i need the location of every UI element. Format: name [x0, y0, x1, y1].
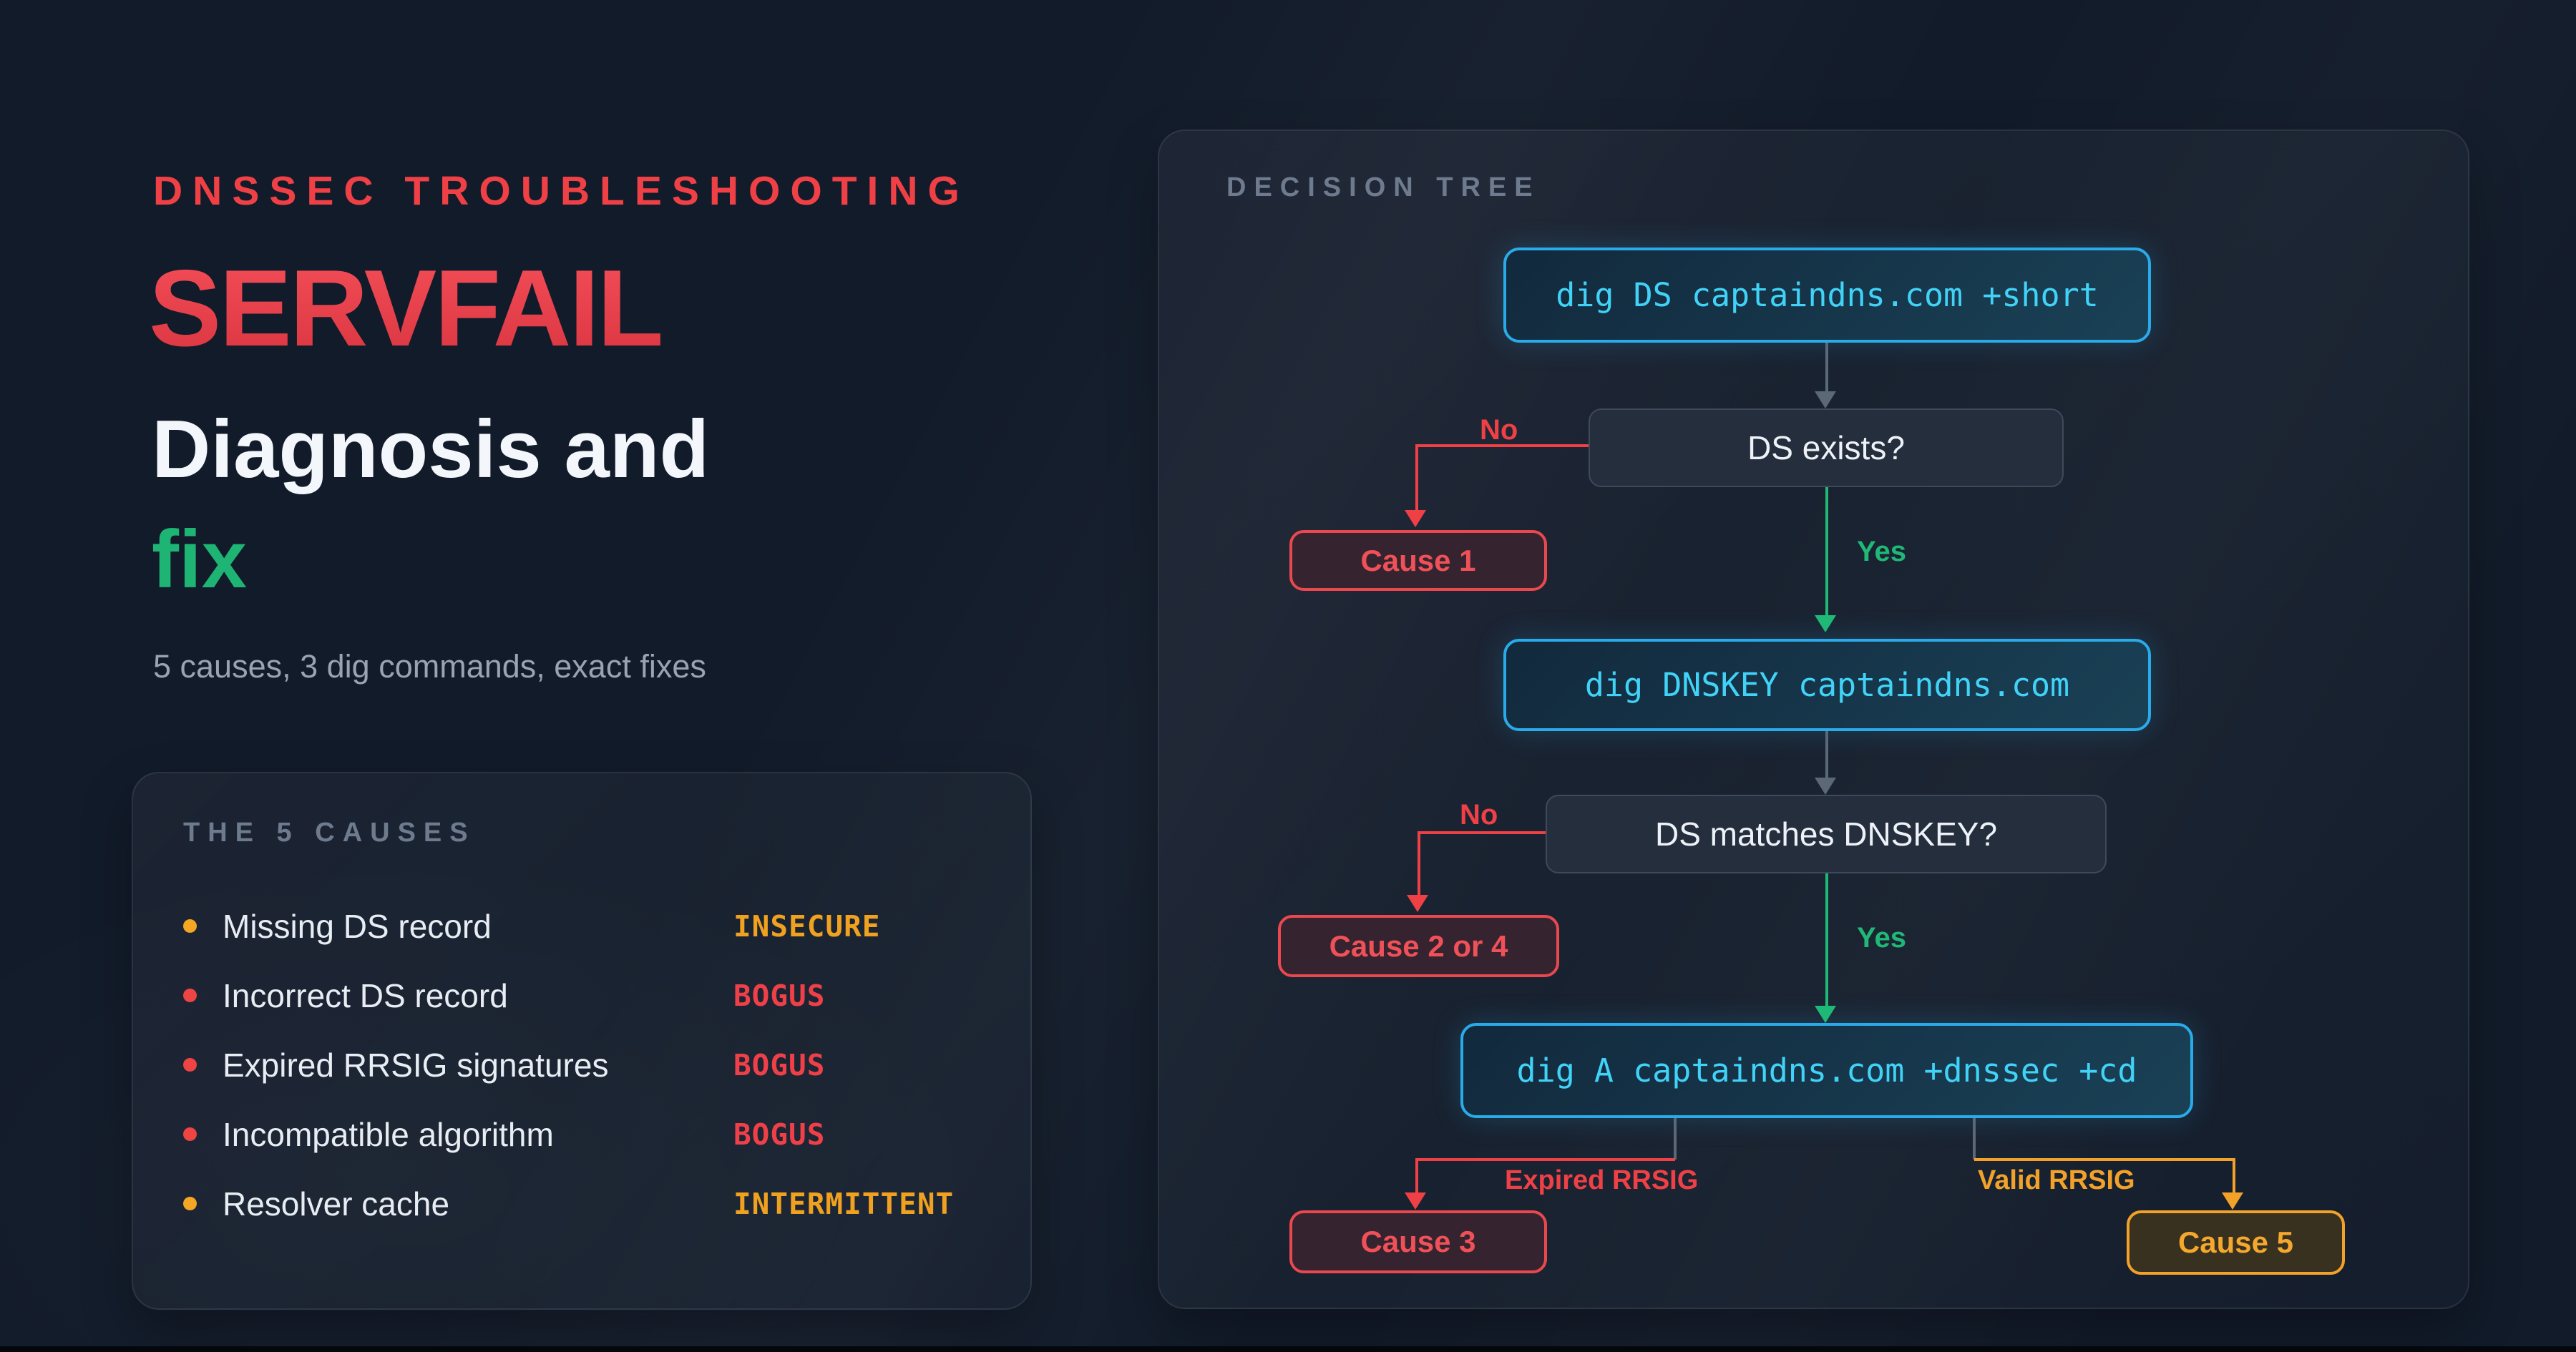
cause-label: Expired RRSIG signatures: [223, 1046, 609, 1084]
status-badge: INTERMITTENT: [733, 1186, 955, 1221]
decision-node-ds-exists: DS exists?: [1589, 408, 2064, 487]
edge-label-yes: Yes: [1857, 922, 1906, 954]
edge-label-no: No: [1480, 414, 1518, 446]
subtitle-line1: Diagnosis and: [152, 404, 710, 495]
connector-line: [1825, 731, 1828, 779]
arrow-down-icon: [1405, 510, 1426, 527]
bullet-dot: [183, 1197, 197, 1210]
tagline: 5 causes, 3 dig commands, exact fixes: [153, 648, 706, 685]
bullet-dot: [183, 1058, 197, 1072]
eyebrow-title: DNSSEC TROUBLESHOOTING: [153, 168, 970, 214]
edge-label-expired-rrsig: Expired RRSIG: [1505, 1165, 1699, 1195]
status-badge: INSECURE: [733, 908, 881, 944]
subtitle-line2: fix: [152, 514, 248, 605]
bullet-dot: [183, 919, 197, 933]
connector-line: [1825, 873, 1828, 1007]
list-item: Expired RRSIG signatures BOGUS: [183, 1030, 980, 1099]
arrow-down-icon: [1815, 1006, 1836, 1023]
cause-label: Incompatible algorithm: [223, 1115, 554, 1153]
arrow-down-icon: [1405, 1192, 1426, 1210]
connector-line: [1417, 444, 1589, 447]
command-node-dig-a: dig A captaindns.com +dnssec +cd: [1460, 1023, 2193, 1118]
connector-line: [1974, 1158, 2235, 1161]
arrow-down-icon: [1815, 391, 1836, 408]
arrow-down-icon: [1815, 615, 1836, 632]
connector-line: [1825, 487, 1828, 617]
cause-label: Missing DS record: [223, 907, 492, 945]
connector-line: [1415, 1158, 1418, 1194]
cause-label: Incorrect DS record: [223, 976, 508, 1014]
edge-label-no: No: [1460, 799, 1498, 831]
connector-line: [2233, 1158, 2235, 1194]
list-item: Resolver cache INTERMITTENT: [183, 1169, 980, 1238]
connector-line: [1825, 343, 1828, 393]
connector-line: [1973, 1118, 1976, 1160]
edge-label-yes: Yes: [1857, 536, 1906, 567]
causes-card: THE 5 CAUSES Missing DS record INSECURE …: [132, 772, 1032, 1310]
causes-list: Missing DS record INSECURE Incorrect DS …: [183, 891, 980, 1238]
decision-tree-panel: DECISION TREE dig DS captaindns.com +sho…: [1158, 129, 2469, 1309]
status-badge: BOGUS: [733, 1047, 826, 1082]
status-badge: BOGUS: [733, 978, 826, 1013]
connector-line: [1674, 1118, 1677, 1160]
list-item: Missing DS record INSECURE: [183, 891, 980, 961]
arrow-down-icon: [2222, 1192, 2243, 1210]
cause-2-or-4-node: Cause 2 or 4: [1278, 915, 1559, 977]
page-title: SERVFAIL: [149, 248, 663, 369]
cause-3-node: Cause 3: [1289, 1210, 1547, 1273]
list-item: Incorrect DS record BOGUS: [183, 961, 980, 1030]
status-badge: BOGUS: [733, 1117, 826, 1152]
command-node-dig-ds: dig DS captaindns.com +short: [1503, 248, 2151, 343]
command-node-dig-dnskey: dig DNSKEY captaindns.com: [1503, 639, 2151, 731]
bottom-edge: [0, 1346, 2576, 1352]
bullet-dot: [183, 989, 197, 1002]
cause-5-node: Cause 5: [2127, 1210, 2345, 1275]
bullet-dot: [183, 1127, 197, 1141]
connector-line: [1417, 1158, 1675, 1161]
cause-label: Resolver cache: [223, 1185, 450, 1223]
list-item: Incompatible algorithm BOGUS: [183, 1099, 980, 1169]
connector-line: [1419, 831, 1546, 834]
causes-card-heading: THE 5 CAUSES: [183, 818, 476, 848]
cause-1-node: Cause 1: [1289, 530, 1547, 591]
decision-node-ds-matches: DS matches DNSKEY?: [1546, 795, 2107, 873]
edge-label-valid-rrsig: Valid RRSIG: [1978, 1165, 2135, 1195]
connector-line: [1418, 831, 1420, 896]
decision-tree-heading: DECISION TREE: [1226, 172, 1541, 202]
arrow-down-icon: [1407, 895, 1428, 912]
arrow-down-icon: [1815, 778, 1836, 795]
connector-line: [1415, 444, 1418, 511]
